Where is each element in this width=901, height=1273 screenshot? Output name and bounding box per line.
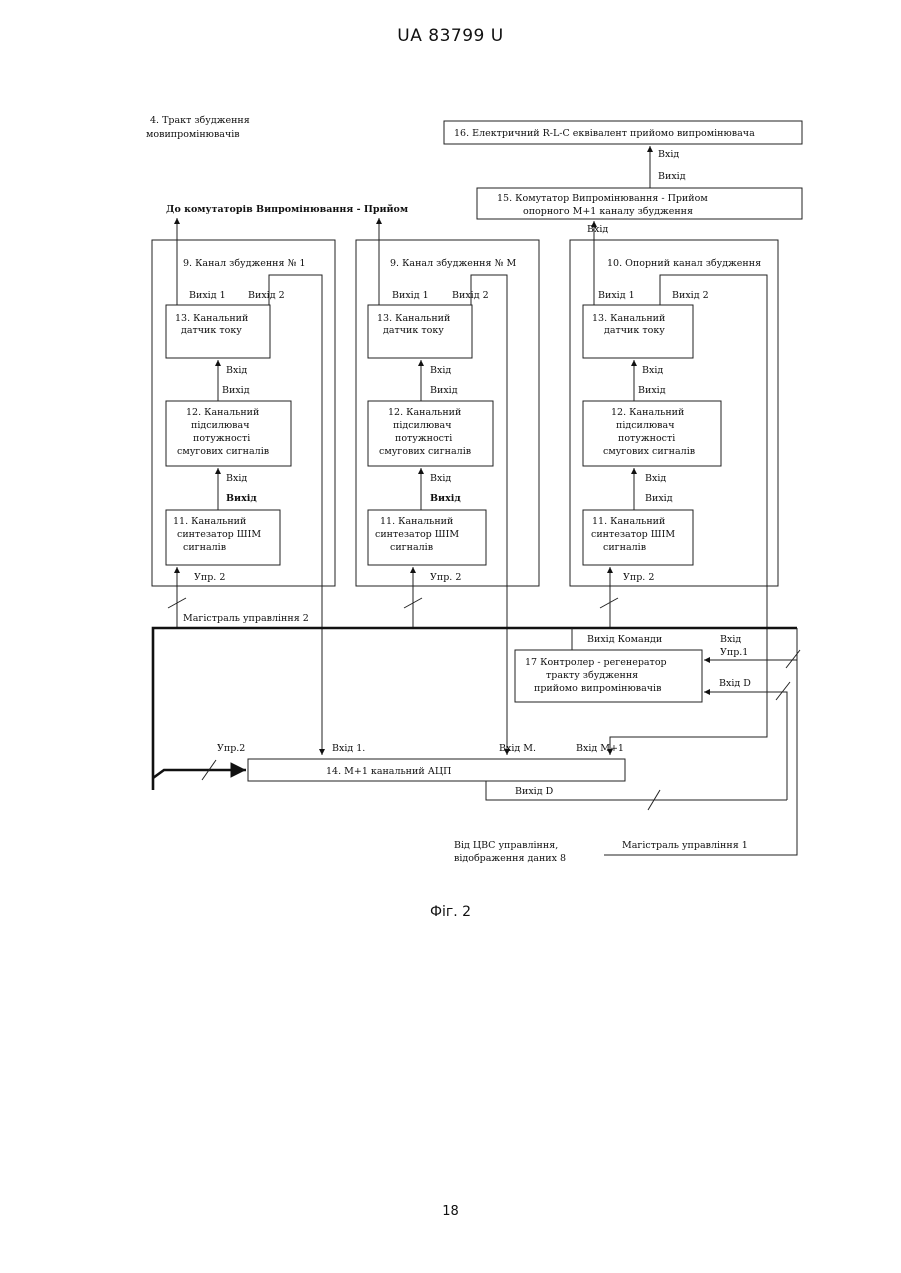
- reference-control-label: Упр. 2: [623, 572, 654, 583]
- reference-amp-line1: 12. Канальний: [611, 407, 684, 418]
- data-d-tick: [776, 682, 790, 700]
- channel-m-synth-line1: 11. Канальний: [380, 516, 453, 527]
- channel-1-amp-line4: смугових сигналів: [177, 446, 269, 457]
- reference-synth-line1: 11. Канальний: [592, 516, 665, 527]
- control-bus-1-to-controller: [704, 628, 797, 660]
- reference-sensor-line1: 13. Канальний: [592, 313, 665, 324]
- reference-amp-line4: смугових сигналів: [603, 446, 695, 457]
- controller-line2: тракту збудження: [546, 670, 638, 681]
- switch-output-label: Вихід: [658, 171, 686, 182]
- reference-amp-input-label: Вхід: [645, 473, 666, 484]
- control-bus-1-tick-upper: [786, 650, 800, 668]
- excitation-path-label-line2: мовипромінювачів: [146, 129, 240, 140]
- channel-1-out2-to-adc-line: [269, 275, 322, 755]
- controller-line3: прийомо випромінювачів: [534, 683, 661, 694]
- reference-synth-line3: сигналів: [603, 542, 646, 553]
- channel-m-synth-line3: сигналів: [390, 542, 433, 553]
- reference-switch-input-label: Вхід: [587, 224, 608, 235]
- channel-1-synth-line3: сигналів: [183, 542, 226, 553]
- channel-1-synth-line1: 11. Канальний: [173, 516, 246, 527]
- channel-m-title: 9. Канал збудження № М: [390, 258, 517, 269]
- channel-1-output-1-label: Вихід 1: [189, 290, 226, 301]
- reference-sensor-line2: датчик току: [604, 325, 665, 336]
- dsp-source-label-line2: відображення даних 8: [454, 853, 566, 864]
- adc-input-m-label: Вхід М.: [499, 743, 536, 754]
- data-d-to-controller: [704, 692, 787, 800]
- control-bus-1-label: Магістраль управління 1: [622, 840, 748, 851]
- adc-input-1-label: Вхід 1.: [332, 743, 365, 754]
- channel-1-output-2-label: Вихід 2: [248, 290, 285, 301]
- reference-switch-label-line2: опорного М+1 каналу збудження: [523, 206, 693, 217]
- channel-1-sensor-line1: 13. Канальний: [175, 313, 248, 324]
- channel-1-control-label: Упр. 2: [194, 572, 225, 583]
- controller-command-output-label: Вихід Команди: [587, 634, 662, 645]
- reference-sensor-input-label: Вхід: [642, 365, 663, 376]
- channel-m-output-2-label: Вихід 2: [452, 290, 489, 301]
- reference-output-1-label: Вихід 1: [598, 290, 635, 301]
- reference-bus-tick: [600, 598, 618, 608]
- control-bus-2-label: Магістраль управління 2: [183, 613, 309, 624]
- controller-line1: 17 Контролер - регенератор: [525, 657, 667, 668]
- channel-m-amp-line3: потужності: [395, 433, 452, 444]
- channel-m-sensor-line1: 13. Канальний: [377, 313, 450, 324]
- to-commutators-label: До комутаторів Випромінювання - Прийом: [166, 204, 408, 215]
- channel-1-title: 9. Канал збудження № 1: [183, 258, 306, 269]
- channel-m-amp-line1: 12. Канальний: [388, 407, 461, 418]
- channel-1-amp-input-label: Вхід: [226, 473, 247, 484]
- rlc-input-label: Вхід: [658, 149, 679, 160]
- adc-label: 14. М+1 канальний АЦП: [326, 766, 451, 777]
- channel-m-sensor-input-label: Вхід: [430, 365, 451, 376]
- reference-amp-line3: потужності: [618, 433, 675, 444]
- channel-1-synth-output-label: Вихід: [226, 493, 257, 504]
- channel-1-amp-output-label: Вихід: [222, 385, 250, 396]
- rlc-equivalent-label: 16. Електричний R-L-C еквівалент прийомо…: [454, 128, 755, 139]
- adc-input-m1-label: Вхід М+1: [576, 743, 624, 754]
- channel-m-out2-to-adc-line: [471, 275, 507, 755]
- channel-m-sensor-line2: датчик току: [383, 325, 444, 336]
- channel-1-sensor-line2: датчик току: [181, 325, 242, 336]
- reference-switch-label-line1: 15. Комутатор Випромінювання - Прийом: [497, 193, 708, 204]
- controller-input-d-label: Вхід D: [719, 678, 751, 689]
- channel-1-amp-line1: 12. Канальний: [186, 407, 259, 418]
- channel-m-amp-line2: підсилювач: [393, 420, 451, 431]
- controller-input-upr1-label-line1: Вхід: [720, 634, 741, 645]
- channel-m-amp-output-label: Вихід: [430, 385, 458, 396]
- adc-output-d-label: Вихід D: [515, 786, 554, 797]
- channel-1-amp-line2: підсилювач: [191, 420, 249, 431]
- figure-caption: Фіг. 2: [0, 904, 901, 920]
- channel-m-amp-input-label: Вхід: [430, 473, 451, 484]
- adc-control-label: Упр.2: [217, 743, 245, 754]
- reference-amp-line2: підсилювач: [616, 420, 674, 431]
- channel-1-sensor-input-label: Вхід: [226, 365, 247, 376]
- channel-1-amp-line3: потужності: [193, 433, 250, 444]
- reference-amp-output-label: Вихід: [638, 385, 666, 396]
- channel-1-synth-line2: синтезатор ШІМ: [177, 529, 261, 540]
- excitation-path-label-line1: 4. Тракт збудження: [150, 115, 250, 126]
- channel-m-control-label: Упр. 2: [430, 572, 461, 583]
- reference-synth-line2: синтезатор ШІМ: [591, 529, 675, 540]
- page-number: 18: [0, 1204, 901, 1219]
- reference-output-2-label: Вихід 2: [672, 290, 709, 301]
- reference-channel-title: 10. Опорний канал збудження: [607, 258, 761, 269]
- reference-synth-output-label: Вихід: [645, 493, 673, 504]
- adc-control-bus-line: [153, 770, 246, 778]
- controller-input-upr1-label-line2: Упр.1: [720, 647, 748, 658]
- dsp-source-label-line1: Від ЦВС управління,: [454, 840, 558, 851]
- control-bus-2: [153, 628, 797, 790]
- channel-m-synth-line2: синтезатор ШІМ: [375, 529, 459, 540]
- channel-m-synth-output-label: Вихід: [430, 493, 461, 504]
- channel-m-output-1-label: Вихід 1: [392, 290, 429, 301]
- channel-m-amp-line4: смугових сигналів: [379, 446, 471, 457]
